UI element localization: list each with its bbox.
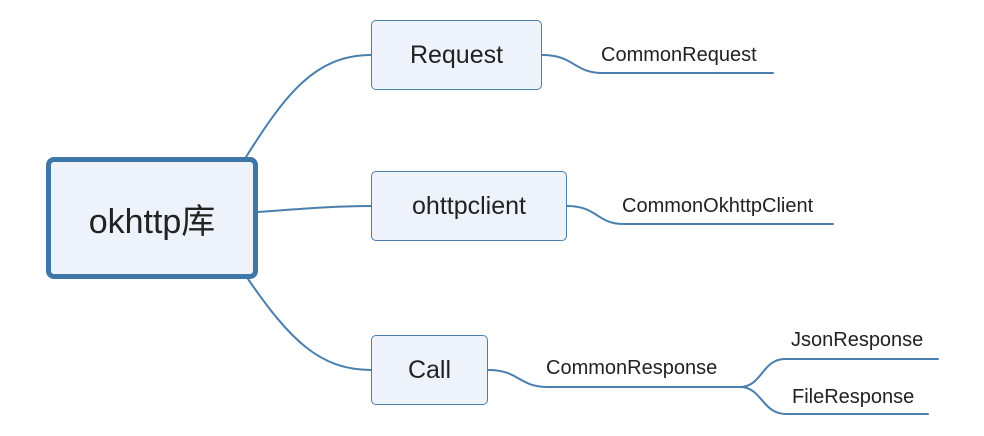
- ohttpclient-node[interactable]: ohttpclient: [371, 171, 567, 241]
- connector-root-call: [247, 278, 372, 371]
- common-okhttp-client-topic[interactable]: CommonOkhttpClient: [622, 195, 814, 217]
- connector-root-client: [257, 205, 372, 213]
- ohttpclient-node-label: ohttpclient: [412, 191, 526, 220]
- json-response-topic[interactable]: JsonResponse: [791, 329, 924, 351]
- common-request-topic[interactable]: CommonRequest: [601, 44, 757, 66]
- connector-root-request: [245, 54, 372, 158]
- call-node-label: Call: [407, 355, 452, 384]
- root-node-label: okhttp库: [88, 202, 216, 241]
- root-node[interactable]: okhttp库: [46, 157, 258, 279]
- call-node[interactable]: Call: [371, 335, 488, 405]
- common-response-topic[interactable]: CommonResponse: [546, 357, 718, 379]
- connector-request-commonrequest: [541, 54, 774, 74]
- request-node-label: Request: [409, 40, 504, 69]
- connector-call-commonresponse: [487, 369, 741, 388]
- connector-commonresponse-fileresponse: [739, 386, 929, 415]
- connector-client-commonokhttpclient: [566, 205, 834, 225]
- connector-commonresponse-jsonresponse: [739, 358, 939, 388]
- file-response-topic[interactable]: FileResponse: [792, 386, 915, 408]
- request-node[interactable]: Request: [371, 20, 542, 90]
